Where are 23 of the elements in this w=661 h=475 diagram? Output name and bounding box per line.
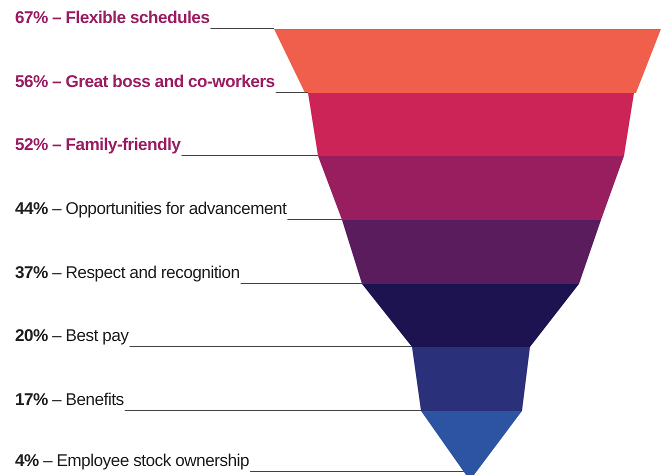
leader-line [275,92,308,93]
funnel-segment [318,156,624,220]
funnel-label: 17% – Benefits [15,390,124,410]
funnel-label: 67% – Flexible schedules [15,8,210,28]
funnel-label: 37% – Respect and recognition [15,263,240,283]
funnel-label: 44% – Opportunities for advancement [15,199,286,219]
leader-line [128,346,412,347]
funnel-label: 4% – Employee stock ownership [15,451,250,471]
leader-line [124,410,422,411]
funnel-segment [342,220,601,284]
leader-line [286,219,342,220]
leader-line [180,155,318,156]
funnel-segment [412,347,530,411]
funnel-segment [421,411,522,475]
funnel-label: 52% – Family-friendly [15,135,180,155]
leader-line [240,283,362,284]
funnel-segment [362,284,579,347]
funnel-label: 20% – Best pay [15,326,128,346]
leader-line [250,471,464,472]
funnel-label: 56% – Great boss and co-workers [15,72,275,92]
funnel-segment [274,29,661,93]
funnel-segment [308,93,634,156]
leader-line [210,28,274,29]
